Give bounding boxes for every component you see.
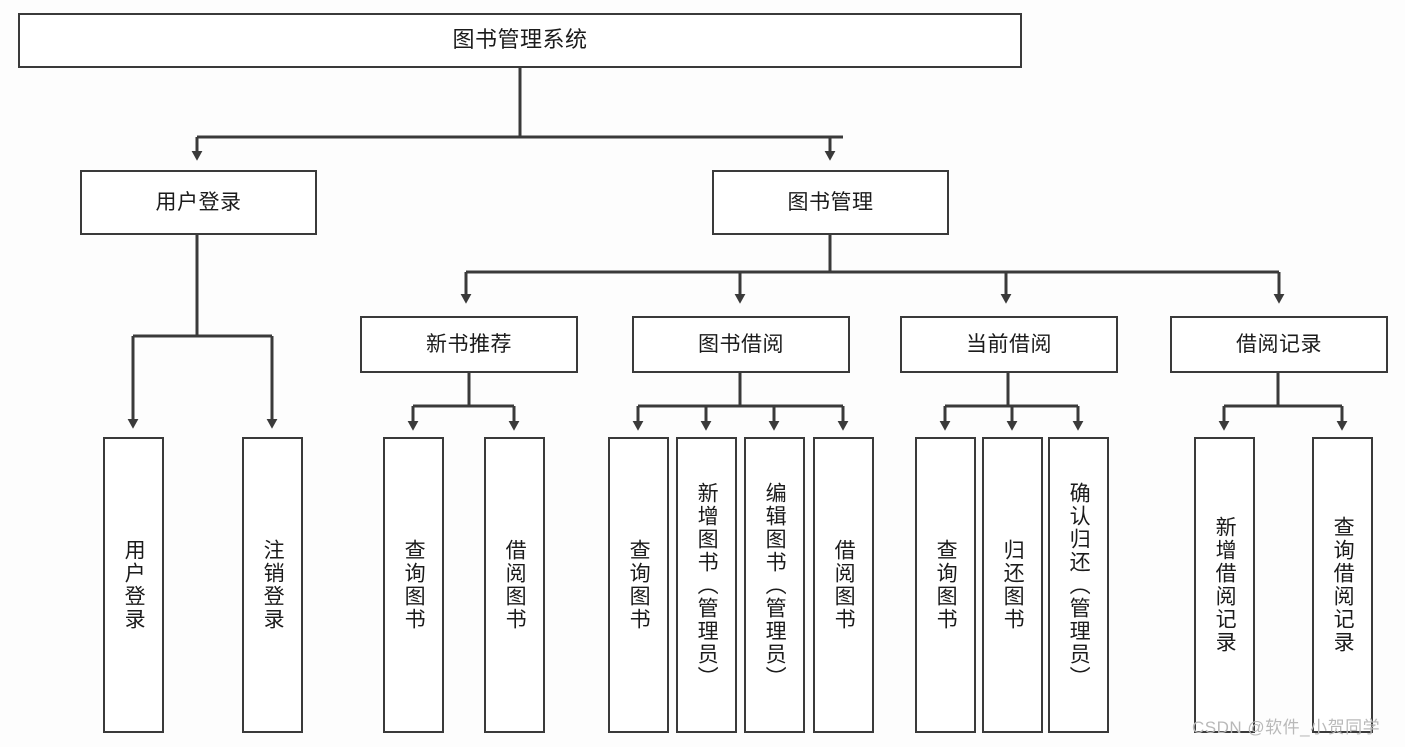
node-label: 借阅图书	[503, 539, 527, 631]
node-label: 用户登录	[155, 190, 242, 214]
node-label: 用户登录	[122, 539, 146, 631]
leaf-borrow-book-1[interactable]: 借阅图书	[484, 437, 545, 733]
node-book-manage[interactable]: 图书管理	[712, 170, 949, 235]
node-borrow-record[interactable]: 借阅记录	[1170, 316, 1388, 373]
leaf-borrow-book-2[interactable]: 借阅图书	[813, 437, 874, 733]
node-label: 借阅图书	[832, 539, 856, 631]
node-label: 确认归还（管理员）	[1067, 481, 1091, 689]
node-label: 图书管理系统	[452, 27, 588, 53]
node-current-borrow[interactable]: 当前借阅	[900, 316, 1118, 373]
leaf-query-book-2[interactable]: 查询图书	[608, 437, 669, 733]
node-label: 新增借阅记录	[1213, 516, 1237, 654]
watermark-text: CSDN @软件_小贺同学	[1192, 718, 1381, 737]
leaf-query-book-3[interactable]: 查询图书	[915, 437, 976, 733]
node-label: 当前借阅	[966, 332, 1052, 356]
node-book-borrow[interactable]: 图书借阅	[632, 316, 850, 373]
node-label: 借阅记录	[1236, 332, 1322, 356]
leaf-logout-login[interactable]: 注销登录	[242, 437, 303, 733]
node-label: 查询图书	[934, 539, 958, 631]
node-label: 归还图书	[1001, 539, 1025, 631]
leaf-add-book[interactable]: 新增图书（管理员）	[676, 437, 737, 733]
leaf-query-book-1[interactable]: 查询图书	[383, 437, 444, 733]
leaf-confirm-return[interactable]: 确认归还（管理员）	[1048, 437, 1109, 733]
node-new-book-recommend[interactable]: 新书推荐	[360, 316, 578, 373]
node-label: 新书推荐	[426, 332, 512, 356]
node-root-system[interactable]: 图书管理系统	[18, 13, 1022, 68]
leaf-query-record[interactable]: 查询借阅记录	[1312, 437, 1373, 733]
node-label: 新增图书（管理员）	[695, 481, 719, 689]
node-label: 注销登录	[261, 539, 285, 631]
node-label: 查询借阅记录	[1331, 516, 1355, 654]
leaf-user-login[interactable]: 用户登录	[103, 437, 164, 733]
node-label: 查询图书	[627, 539, 651, 631]
node-user-login[interactable]: 用户登录	[80, 170, 317, 235]
node-label: 图书借阅	[698, 332, 784, 356]
node-label: 编辑图书（管理员）	[763, 481, 787, 689]
leaf-edit-book[interactable]: 编辑图书（管理员）	[744, 437, 805, 733]
leaf-add-record[interactable]: 新增借阅记录	[1194, 437, 1255, 733]
node-label: 图书管理	[787, 190, 874, 214]
leaf-return-book[interactable]: 归还图书	[982, 437, 1043, 733]
node-label: 查询图书	[402, 539, 426, 631]
